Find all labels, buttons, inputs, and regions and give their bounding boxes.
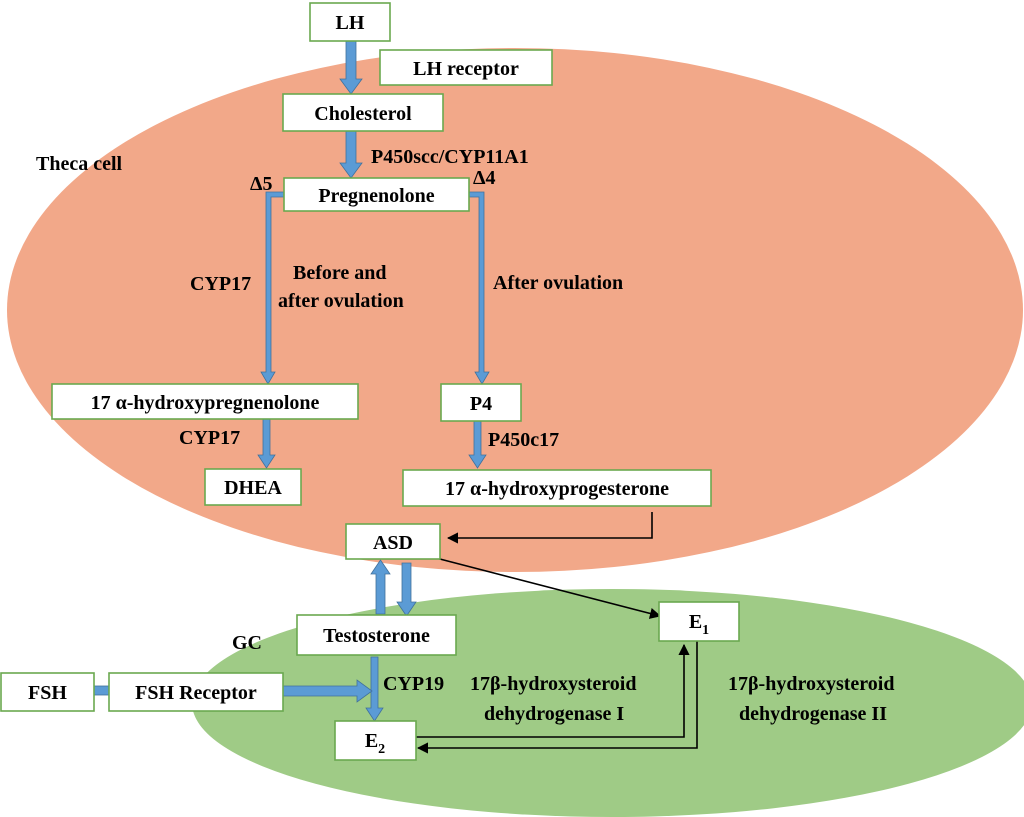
arrow-e1-to-e2 bbox=[416, 641, 698, 754]
svg-text:FSH Receptor: FSH Receptor bbox=[135, 682, 257, 704]
arrow-delta4-branch bbox=[468, 191, 490, 385]
svg-text:17 α-hydroxyprogesterone: 17 α-hydroxyprogesterone bbox=[445, 478, 669, 500]
node-lh: LH bbox=[309, 2, 391, 42]
node-dhea: DHEA bbox=[204, 468, 302, 506]
label-cyp17-lower: CYP17 bbox=[179, 427, 240, 449]
node-e2: E2 bbox=[334, 720, 417, 761]
node-e1: E1 bbox=[658, 601, 740, 642]
label-delta5: Δ5 bbox=[250, 173, 273, 195]
arrow-to-hydroxyprogesterone bbox=[468, 420, 487, 469]
thick-arrows bbox=[93, 40, 490, 722]
node-testosterone: Testosterone bbox=[296, 614, 457, 656]
svg-text:Cholesterol: Cholesterol bbox=[314, 103, 412, 125]
arrow-hydroxyprogesterone-to-asd bbox=[446, 512, 653, 544]
label-delta4: Δ4 bbox=[473, 167, 496, 189]
arrow-fsh-receptor-to-cyp19 bbox=[282, 679, 373, 703]
theca-cell-region bbox=[7, 48, 1023, 572]
node-fsh-receptor: FSH Receptor bbox=[108, 672, 284, 712]
arrow-cholesterol-to-pregnenolone bbox=[339, 130, 363, 179]
label-after-ovulation: After ovulation bbox=[493, 272, 623, 294]
node-lh-receptor: LH receptor bbox=[379, 49, 553, 86]
svg-text:P4: P4 bbox=[470, 393, 492, 415]
svg-text:FSH: FSH bbox=[28, 682, 67, 704]
arrow-e2-to-e1 bbox=[416, 643, 690, 738]
arrow-testosterone-to-asd bbox=[370, 559, 391, 615]
svg-text:Testosterone: Testosterone bbox=[323, 625, 430, 647]
thin-arrows bbox=[416, 512, 698, 754]
label-hsd1-line2: dehydrogenase I bbox=[484, 703, 624, 725]
node-asd: ASD bbox=[345, 523, 441, 560]
label-before-after-1: Before and bbox=[293, 262, 387, 284]
label-hsd2-line1: 17β-hydroxysteroid bbox=[728, 673, 894, 695]
svg-text:LH receptor: LH receptor bbox=[413, 58, 519, 80]
svg-text:DHEA: DHEA bbox=[224, 477, 282, 499]
node-fsh: FSH bbox=[0, 672, 95, 712]
arrow-asd-to-testosterone bbox=[396, 562, 417, 617]
label-before-after-2: after ovulation bbox=[278, 290, 404, 312]
node-p4: P4 bbox=[440, 383, 522, 422]
label-cyp17-left: CYP17 bbox=[190, 273, 251, 295]
svg-text:ASD: ASD bbox=[373, 532, 413, 554]
svg-text:LH: LH bbox=[336, 12, 365, 34]
arrow-asd-to-e1 bbox=[435, 557, 662, 619]
svg-text:17 α-hydroxypregnenolone: 17 α-hydroxypregnenolone bbox=[91, 392, 320, 414]
node-pregnenolone: Pregnenolone bbox=[283, 177, 470, 212]
label-hsd1-line1: 17β-hydroxysteroid bbox=[470, 673, 636, 695]
arrow-lh-to-cholesterol bbox=[339, 40, 363, 95]
label-hsd2-line2: dehydrogenase II bbox=[739, 703, 887, 725]
svg-text:E2: E2 bbox=[365, 730, 385, 757]
label-p450scc: P450scc/CYP11A1 bbox=[371, 146, 529, 168]
arrow-testosterone-to-e2 bbox=[365, 656, 384, 722]
node-hydroxyprogesterone: 17 α-hydroxyprogesterone bbox=[402, 469, 712, 507]
svg-text:E1: E1 bbox=[689, 611, 709, 638]
node-hydroxypregnenolone: 17 α-hydroxypregnenolone bbox=[51, 383, 359, 420]
svg-text:Pregnenolone: Pregnenolone bbox=[318, 185, 434, 207]
fsh-connector bbox=[93, 685, 111, 696]
label-cyp19: CYP19 bbox=[383, 673, 444, 695]
label-p450c17: P450c17 bbox=[488, 429, 559, 451]
node-cholesterol: Cholesterol bbox=[282, 93, 444, 132]
arrow-to-dhea bbox=[257, 418, 276, 469]
arrow-delta5-branch bbox=[260, 191, 285, 385]
theca-cell-label: Theca cell bbox=[36, 153, 123, 175]
gc-label: GC bbox=[232, 632, 262, 654]
